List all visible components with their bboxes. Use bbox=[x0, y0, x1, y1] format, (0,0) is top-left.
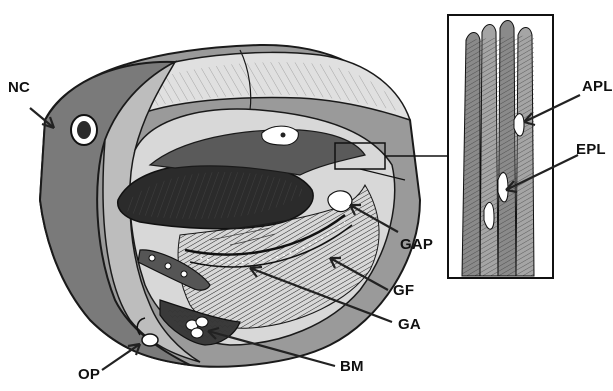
lamellae-strips bbox=[462, 21, 534, 277]
label-nc: NC bbox=[8, 79, 30, 96]
label-bm: BM bbox=[340, 358, 364, 375]
white-blotch-dot bbox=[281, 133, 286, 138]
inset-panel bbox=[448, 15, 553, 278]
fish-head bbox=[40, 45, 420, 367]
label-op: OP bbox=[78, 366, 100, 383]
label-gf: GF bbox=[393, 282, 414, 299]
white-blotch bbox=[262, 126, 299, 145]
label-apl: APL bbox=[582, 78, 613, 95]
label-ga: GA bbox=[398, 316, 421, 333]
label-gap: GAP bbox=[400, 236, 433, 253]
op-arrow bbox=[102, 344, 140, 370]
nostril-eye-icon bbox=[71, 115, 97, 145]
label-epl: EPL bbox=[576, 141, 606, 158]
